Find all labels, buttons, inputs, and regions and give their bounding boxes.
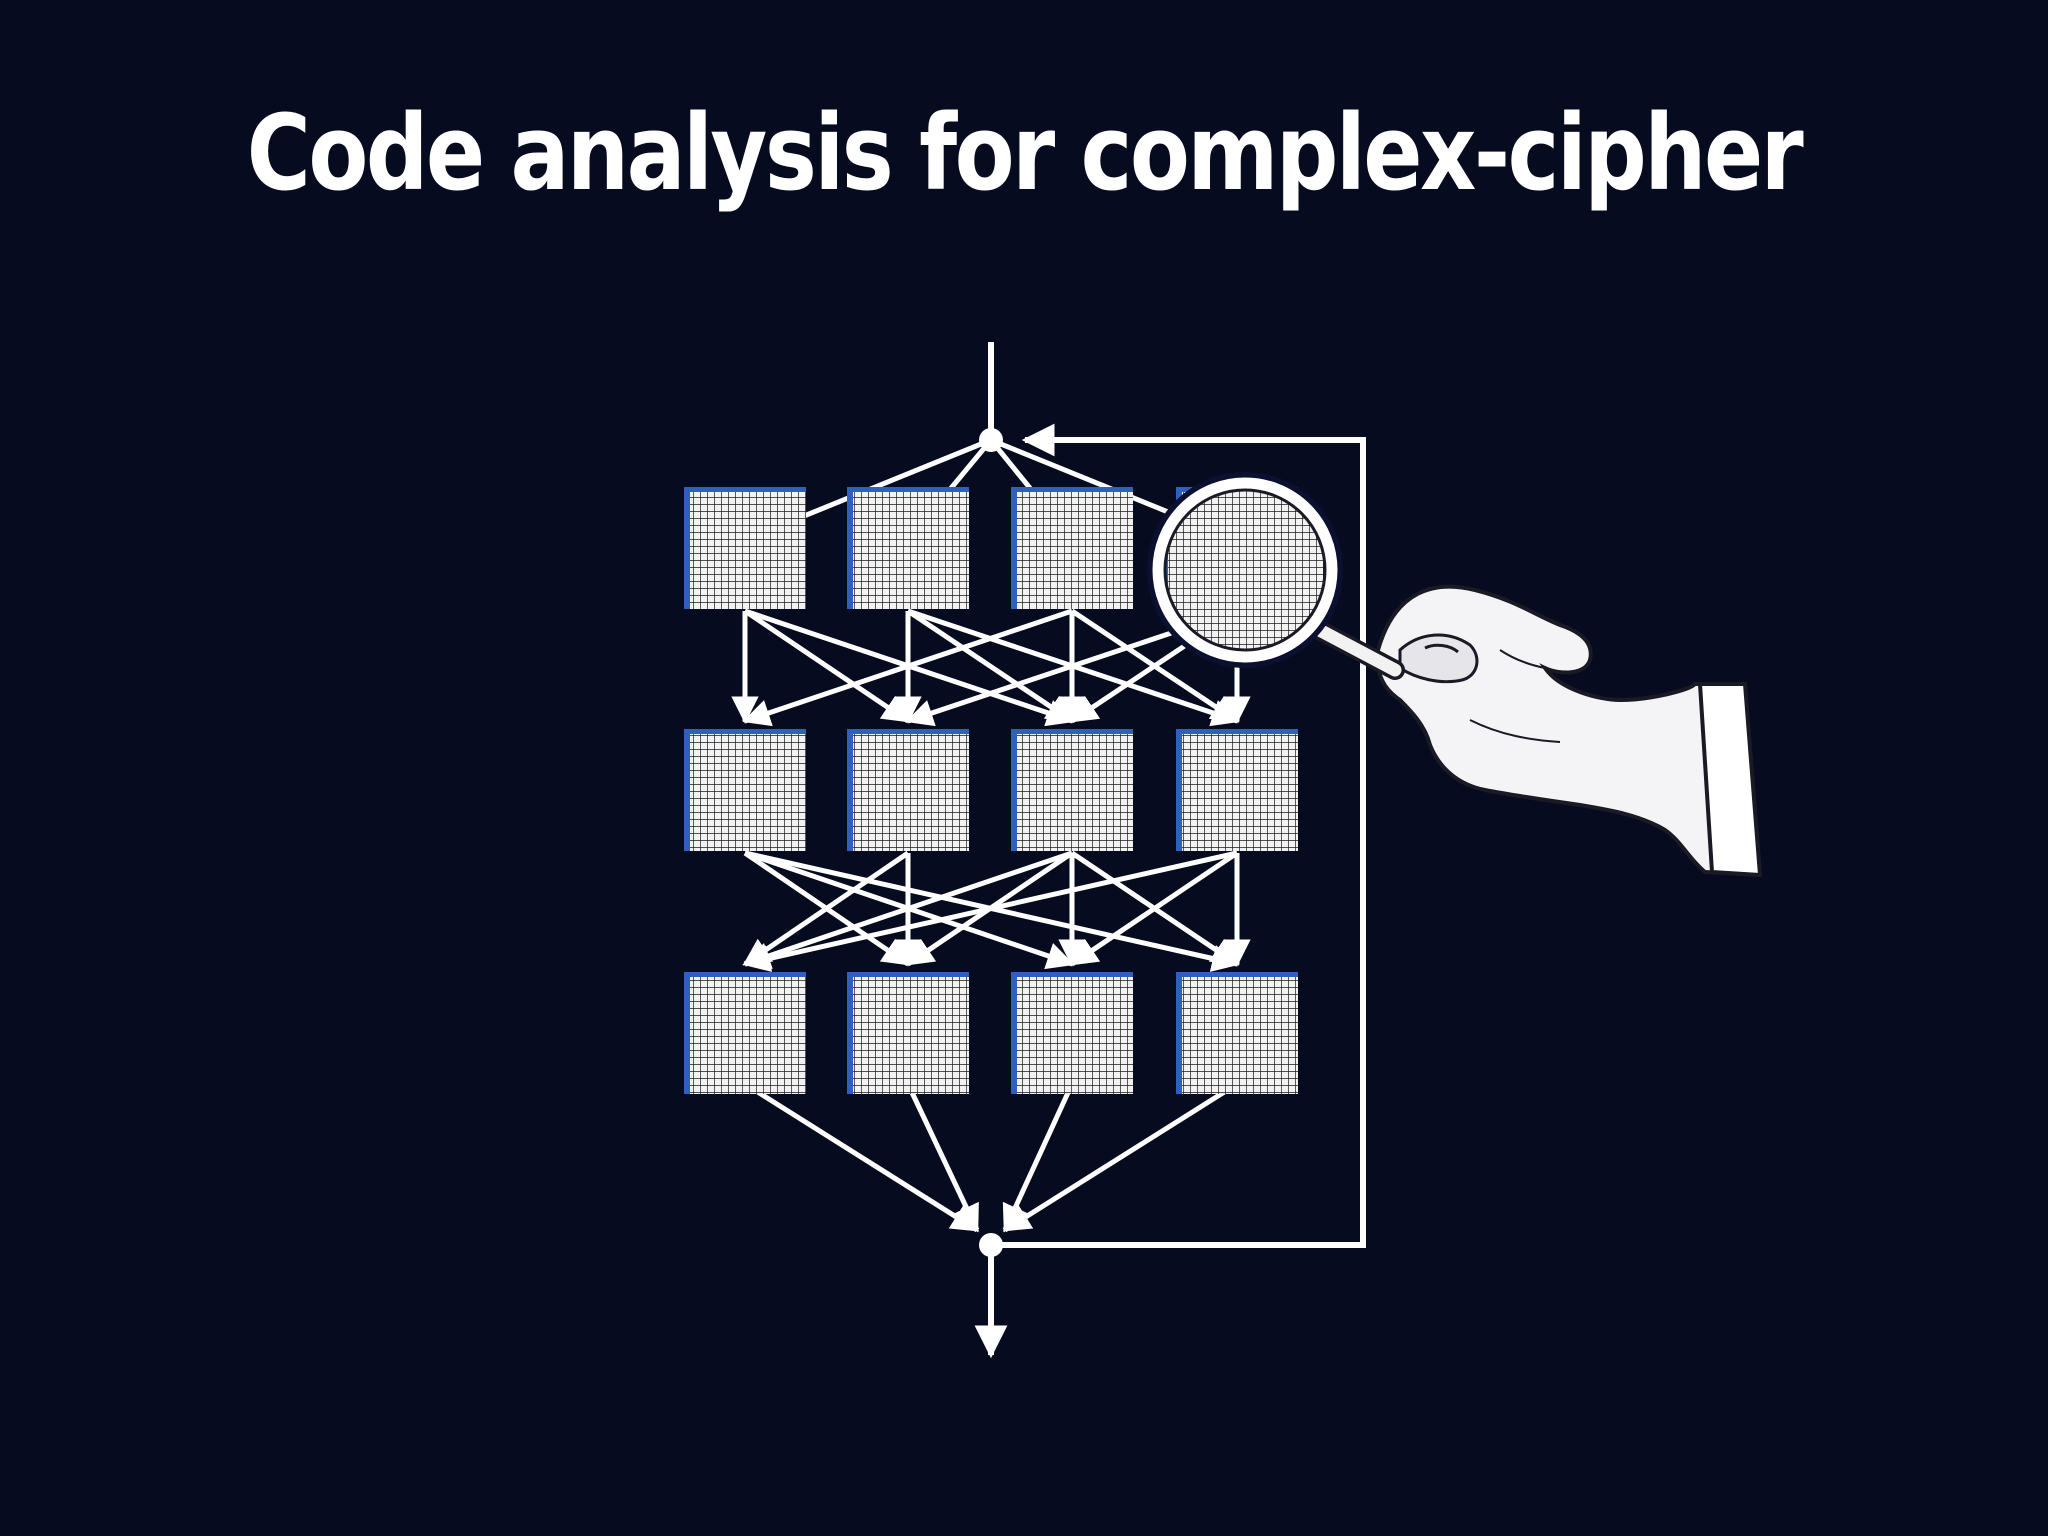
cipher-block-l3-3 xyxy=(1011,972,1133,1094)
cipher-block-l2-3 xyxy=(1011,729,1133,851)
cipher-block-l1-2 xyxy=(847,487,969,609)
edge-l1-0-l2-1 xyxy=(743,608,911,724)
edge-l1-2-l2-0 xyxy=(742,608,1073,727)
edge-l3-1-output xyxy=(905,1082,980,1233)
feedback-loop xyxy=(991,423,1366,1248)
edge-l2-2-l3-0 xyxy=(742,850,1073,970)
edge-l2-3-l3-0 xyxy=(742,850,1238,972)
slide-title: Code analysis for complex-cipher xyxy=(246,92,1804,214)
edge-l1-1-l2-3 xyxy=(907,608,1240,727)
edge-l3-3-output xyxy=(1002,1081,1239,1233)
cipher-block-l3-4 xyxy=(1176,972,1298,1094)
cipher-block-l1-3 xyxy=(1011,487,1133,609)
cipher-block-l2-2 xyxy=(847,729,969,851)
cipher-block-l1-1 xyxy=(684,487,806,609)
gloved-hand-icon xyxy=(1375,584,1763,878)
cipher-block-l3-1 xyxy=(684,972,806,1094)
edge-l2-3-l3-2 xyxy=(1069,850,1239,967)
edge-l2-1-l3-0 xyxy=(742,850,910,967)
cipher-block-l2-4 xyxy=(1176,729,1298,851)
edge-l3-0-output xyxy=(743,1081,980,1233)
cipher-block-l2-1 xyxy=(684,729,806,851)
edge-l1-1-l2-2 xyxy=(906,608,1075,724)
magnifying-glass-icon xyxy=(1147,472,1405,680)
cipher-block-l3-2 xyxy=(847,972,969,1094)
